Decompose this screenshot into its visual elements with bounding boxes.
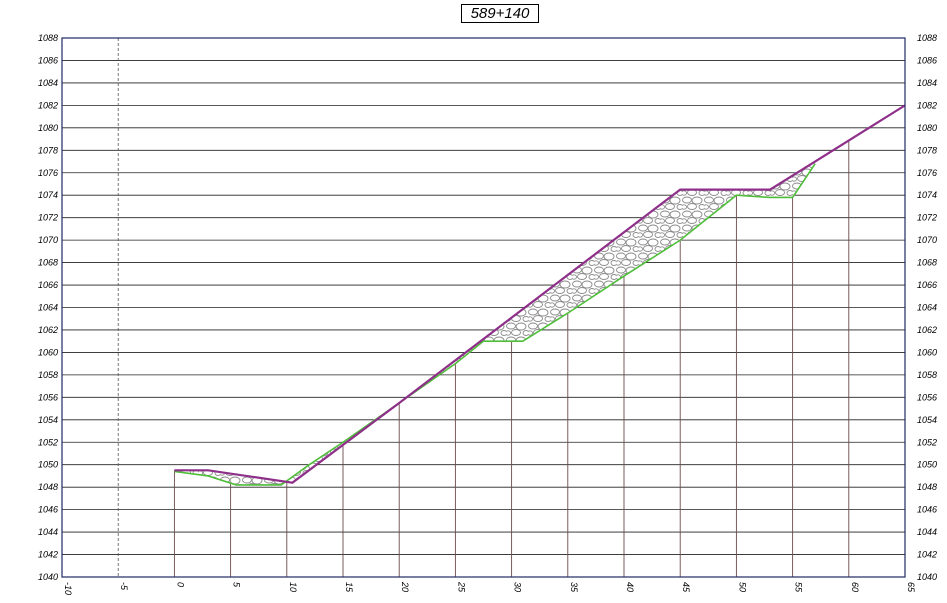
y-tick-left-1062: 1062: [38, 325, 58, 335]
x-tick-35: 35: [569, 582, 579, 593]
x-tick-50: 50: [737, 582, 747, 592]
y-tick-right-1056: 1056: [917, 392, 937, 402]
x-tick-15: 15: [344, 582, 354, 593]
y-tick-right-1042: 1042: [917, 550, 937, 560]
y-tick-right-1084: 1084: [917, 78, 937, 88]
y-tick-right-1050: 1050: [917, 460, 937, 470]
y-tick-right-1080: 1080: [917, 123, 937, 133]
x-tick-55: 55: [794, 582, 804, 593]
x-tick-60: 60: [850, 582, 860, 592]
y-tick-right-1054: 1054: [917, 415, 937, 425]
y-tick-right-1082: 1082: [917, 100, 937, 110]
y-tick-left-1076: 1076: [38, 168, 58, 178]
y-tick-left-1072: 1072: [38, 213, 58, 223]
y-tick-labels-left: 1040 1042 1044 1046 1048 1050 1052 1054 1056 1058…: [38, 33, 58, 582]
y-tick-left-1058: 1058: [38, 370, 58, 380]
y-tick-left-1048: 1048: [38, 482, 58, 492]
y-tick-left-1070: 1070: [38, 235, 58, 245]
y-tick-labels-right: 1040 1042 1044 1046 1048 1050 1052 1054 1056 1058…: [917, 33, 937, 582]
y-tick-right-1052: 1052: [917, 437, 937, 447]
horizontal-gridlines: [62, 37, 905, 578]
y-tick-left-1088: 1088: [38, 33, 58, 43]
y-tick-right-1078: 1078: [917, 145, 937, 155]
upper-profile-line: [174, 104, 906, 484]
y-tick-left-1084: 1084: [38, 78, 58, 88]
y-tick-right-1058: 1058: [917, 370, 937, 380]
y-tick-right-1064: 1064: [917, 303, 937, 313]
chart-title: 589+140: [461, 4, 539, 23]
plot-frame: [61, 37, 906, 578]
y-tick-right-1044: 1044: [917, 527, 937, 537]
y-tick-right-1060: 1060: [917, 347, 937, 357]
y-tick-left-1052: 1052: [38, 437, 58, 447]
y-tick-right-1062: 1062: [917, 325, 937, 335]
y-tick-right-1040: 1040: [917, 572, 937, 582]
y-tick-left-1068: 1068: [38, 258, 58, 268]
x-tick-40: 40: [625, 582, 635, 592]
y-tick-right-1048: 1048: [917, 482, 937, 492]
y-tick-left-1044: 1044: [38, 527, 58, 537]
x-tick-30: 30: [513, 582, 523, 592]
station-lines: [117, 38, 850, 577]
y-tick-left-1050: 1050: [38, 460, 58, 470]
y-tick-right-1076: 1076: [917, 168, 937, 178]
y-tick-right-1066: 1066: [917, 280, 937, 290]
x-tick-labels: -10 -5 0 5 10 15 20 25 30 35 40 45 50 55 60 65: [63, 581, 916, 595]
y-tick-left-1074: 1074: [38, 190, 58, 200]
y-tick-right-1068: 1068: [917, 258, 937, 268]
x-tick--10: -10: [63, 582, 73, 595]
x-tick-25: 25: [456, 581, 466, 593]
y-tick-left-1080: 1080: [38, 123, 58, 133]
y-tick-right-1046: 1046: [917, 505, 937, 515]
x-tick-65: 65: [906, 582, 916, 593]
y-tick-left-1064: 1064: [38, 303, 58, 313]
x-tick-20: 20: [400, 581, 410, 592]
y-tick-left-1042: 1042: [38, 550, 58, 560]
y-tick-right-1086: 1086: [917, 55, 937, 65]
y-tick-left-1040: 1040: [38, 572, 58, 582]
y-tick-right-1088: 1088: [917, 33, 937, 43]
y-tick-left-1082: 1082: [38, 100, 58, 110]
y-tick-left-1054: 1054: [38, 415, 58, 425]
y-tick-right-1072: 1072: [917, 213, 937, 223]
riprap-fill: [174, 161, 816, 485]
x-tick-5: 5: [232, 582, 242, 588]
y-tick-left-1046: 1046: [38, 505, 58, 515]
y-tick-left-1066: 1066: [38, 280, 58, 290]
profile-lines: [174, 104, 906, 486]
y-tick-right-1074: 1074: [917, 190, 937, 200]
y-tick-left-1060: 1060: [38, 347, 58, 357]
x-tick--5: -5: [119, 582, 129, 591]
y-tick-left-1078: 1078: [38, 145, 58, 155]
y-tick-left-1086: 1086: [38, 55, 58, 65]
x-tick-45: 45: [681, 582, 691, 593]
y-tick-right-1070: 1070: [917, 235, 937, 245]
y-tick-left-1056: 1056: [38, 392, 58, 402]
riprap-area: [174, 161, 816, 485]
x-tick-0: 0: [175, 582, 185, 587]
lower-profile-line: [174, 163, 816, 486]
x-tick-10: 10: [288, 582, 298, 592]
